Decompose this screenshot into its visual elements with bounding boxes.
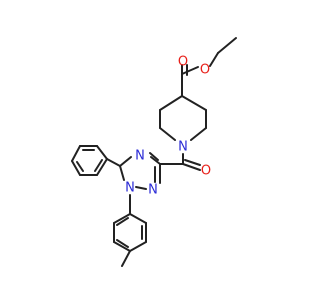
bond-amide-c-o-b	[184, 159, 201, 166]
bond-tol-inner-3	[116, 217, 129, 226]
nitrogen-piperidine-label: N	[178, 140, 188, 155]
oxygen-ester-carbonyl-label: O	[178, 55, 188, 70]
oxygen-ester-ether-label: O	[200, 63, 210, 78]
bond-tri-n1-n2	[135, 186, 147, 190]
bond-tol-4	[113, 241, 131, 252]
nitrogen-triazole-4-label: N	[135, 149, 145, 164]
bond-ph-inner-2	[76, 161, 84, 172]
bond-ph-6	[96, 158, 108, 176]
nitrogen-triazole-2-label: N	[148, 183, 158, 198]
bond-pip-6	[159, 95, 183, 111]
bond-tri-n4-c5	[119, 156, 132, 167]
molecule-structure: O O N O N N N	[71, 37, 237, 267]
bond-tol-3	[129, 241, 147, 252]
bond-tri-c3-n4-double	[149, 152, 159, 161]
bond-tri-c3-n4	[150, 156, 161, 165]
bond-o-carbonyl-c	[181, 66, 199, 75]
oxygen-amide-label: O	[201, 164, 211, 179]
bond-tri-c5-n1	[119, 165, 125, 181]
bond-pip-3	[190, 127, 207, 141]
bond-ph-inner-3	[94, 159, 103, 172]
bonds	[71, 37, 237, 267]
atom-labels: O O N O N N N	[125, 55, 211, 198]
nitrogen-triazole-1-label: N	[125, 181, 135, 196]
bond-ph-3	[71, 145, 81, 162]
bond-tol-6	[113, 213, 131, 224]
bond-ethyl-ch3	[217, 37, 237, 54]
bond-pip-4	[159, 127, 176, 141]
bond-ph-4	[71, 160, 81, 176]
bond-tol-methyl	[121, 250, 131, 267]
bond-amide-c-o-a	[182, 163, 201, 171]
bond-ethyl-ch2-o	[209, 52, 219, 67]
bond-c5-phenyl	[106, 158, 121, 167]
bond-pip-1	[181, 95, 207, 111]
bond-tol-1	[129, 213, 147, 224]
bond-ph-1	[96, 145, 108, 160]
bond-tol-inner-2	[116, 239, 129, 248]
